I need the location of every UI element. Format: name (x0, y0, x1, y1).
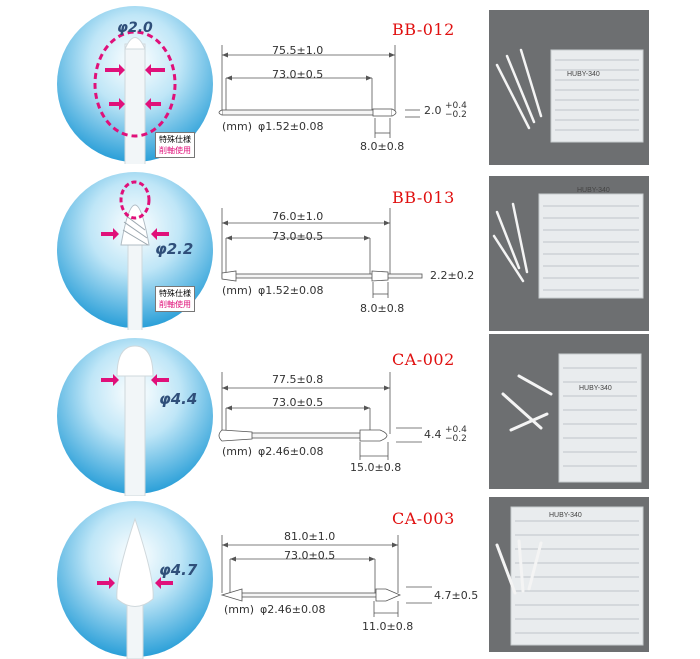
special-spec-note: 特殊仕様 削軸使用 (155, 286, 195, 312)
shaft-length-dim: 73.0±0.5 (272, 230, 324, 243)
special-spec-note: 特殊仕様 削軸使用 (155, 132, 195, 158)
product-row-bb-012: φ2.0 特殊仕様 削軸使用 BB-012 75.5± (0, 0, 700, 165)
product-photo-ca-003: HUBY-340 (489, 497, 649, 652)
shaft-length-dim: 73.0±0.5 (272, 396, 324, 409)
package-label: HUBY-340 (549, 512, 582, 519)
tip-width-dim: 4.7±0.5 (434, 589, 479, 602)
unit-label: (mm) (222, 120, 253, 133)
package-label: HUBY-340 (579, 385, 612, 392)
tip-closeup-ca-003: φ4.7 (55, 499, 215, 659)
shaft-diameter-dim: φ2.46±0.08 (260, 603, 326, 616)
product-code: CA-002 (392, 350, 455, 369)
total-length-dim: 76.0±1.0 (272, 210, 324, 223)
unit-label: (mm) (224, 603, 255, 616)
product-row-bb-013: φ2.2 特殊仕様 削軸使用 BB-013 76.0±1.0 73.0±0.5 (0, 166, 700, 331)
tip-width-dim: 2.0 +0.4 −0.2 (424, 101, 467, 120)
tip-width-dim: 4.4 +0.4 −0.2 (424, 425, 467, 444)
tip-diameter-label: φ2.0 (117, 20, 153, 36)
tip-diameter-label: φ4.4 (159, 390, 198, 408)
total-length-dim: 77.5±0.8 (272, 373, 324, 386)
package-label: HUBY-340 (577, 187, 610, 194)
total-length-dim: 75.5±1.0 (272, 44, 324, 57)
package-label: HUBY-340 (567, 71, 600, 78)
tip-length-dim: 15.0±0.8 (350, 461, 402, 474)
product-code: BB-013 (392, 188, 455, 207)
shaft-diameter-dim: φ1.52±0.08 (258, 120, 324, 133)
tip-closeup-ca-002: φ4.4 (55, 336, 215, 496)
unit-label: (mm) (222, 284, 253, 297)
total-length-dim: 81.0±1.0 (284, 530, 336, 543)
product-row-ca-003: φ4.7 CA-003 81.0±1.0 73.0±0.5 (mm) φ (0, 493, 700, 659)
product-code: BB-012 (392, 20, 455, 39)
tip-diameter-label: φ2.2 (155, 240, 194, 258)
product-photo-ca-002: HUBY-340 (489, 334, 649, 489)
tip-length-dim: 11.0±0.8 (362, 620, 414, 633)
shaft-diameter-dim: φ1.52±0.08 (258, 284, 324, 297)
tip-closeup-bb-012: φ2.0 (55, 4, 215, 164)
product-photo-bb-012: HUBY-340 (489, 10, 649, 165)
tip-length-dim: 8.0±0.8 (360, 140, 405, 153)
shaft-length-dim: 73.0±0.5 (284, 549, 336, 562)
tip-length-dim: 8.0±0.8 (360, 302, 405, 315)
tip-width-dim: 2.2±0.2 (430, 269, 475, 282)
shaft-length-dim: 73.0±0.5 (272, 68, 324, 81)
tip-diameter-label: φ4.7 (159, 561, 198, 579)
unit-label: (mm) (222, 445, 253, 458)
product-code: CA-003 (392, 509, 455, 528)
product-photo-bb-013: HUBY-340 (489, 176, 649, 331)
shaft-diameter-dim: φ2.46±0.08 (258, 445, 324, 458)
product-row-ca-002: φ4.4 CA-002 77.5±0.8 73.0±0.5 (mm) φ (0, 330, 700, 496)
